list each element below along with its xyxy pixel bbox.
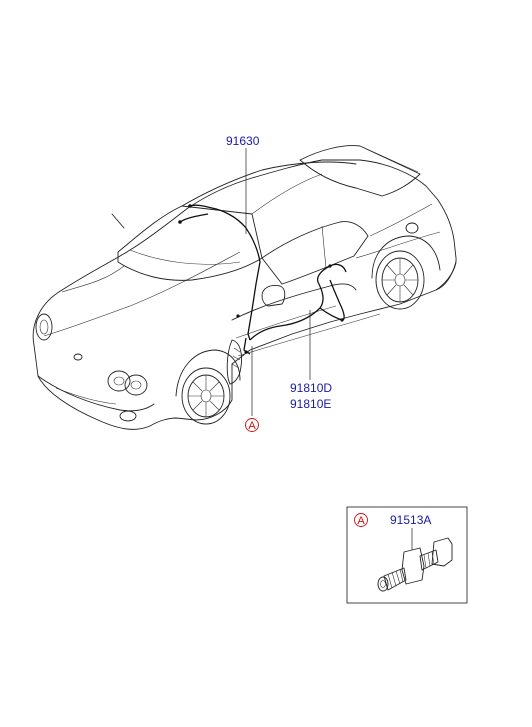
- car-illustration: [32, 145, 457, 430]
- part-number-91630[interactable]: 91630: [226, 134, 260, 148]
- part-number-91810d[interactable]: 91810D: [290, 381, 332, 395]
- part-number-91810e[interactable]: 91810E: [290, 397, 331, 411]
- reference-marker-a[interactable]: A: [245, 418, 259, 433]
- grommet-part-91513a: [377, 537, 453, 592]
- detail-box: A 91513A: [346, 506, 468, 604]
- reference-marker-letter: A: [248, 420, 256, 432]
- detail-reference-marker[interactable]: A: [354, 513, 368, 528]
- part-number-91513a[interactable]: 91513A: [390, 513, 431, 527]
- wiring-harness-door: [243, 263, 347, 355]
- detail-reference-letter: A: [357, 515, 365, 527]
- wiring-harness-roof: [178, 204, 261, 341]
